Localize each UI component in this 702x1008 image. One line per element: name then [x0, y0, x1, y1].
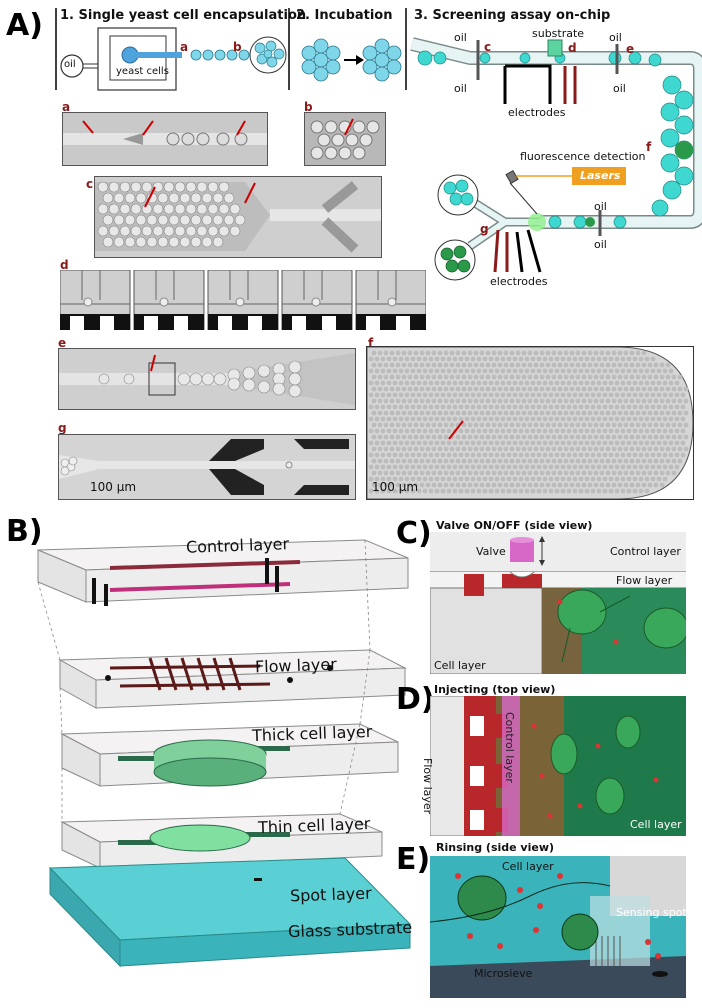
oil-label-right-bottom: oil [613, 82, 626, 95]
oil-label-step1: oil [64, 59, 76, 70]
micro-c-letter: c [86, 177, 94, 191]
spot-layer-label: Spot layer [289, 883, 372, 906]
micrograph-g [58, 434, 356, 500]
panel-b-exploded-view [37, 539, 412, 968]
valve-label: Valve [476, 545, 506, 558]
oil-label-lower-top: oil [594, 200, 607, 213]
panel-a-label: A) [6, 8, 43, 43]
micro-g-letter: g [58, 421, 67, 435]
oil-label-lower-bottom: oil [594, 238, 607, 251]
oil-label-top: oil [454, 31, 467, 44]
flow-layer-label: Flow layer [254, 654, 338, 677]
letter-g-marker: g [480, 222, 489, 236]
letter-e-marker: e [626, 42, 635, 56]
c-control-layer-label: Control layer [610, 545, 681, 558]
panel-d-label: D) [396, 682, 435, 717]
panel-b-label: B) [6, 514, 43, 549]
oil-label-bottom: oil [454, 82, 467, 95]
yeast-cells-label: yeast cells [116, 66, 169, 77]
c-cell-layer-label: Cell layer [434, 659, 486, 672]
micrograph-b [304, 112, 386, 166]
e-microsieve-label: Microsieve [474, 967, 533, 980]
control-layer-label: Control layer [185, 534, 290, 557]
d-cell-layer-label: Cell layer [630, 818, 682, 831]
e-cell-layer-label: Cell layer [502, 860, 554, 873]
oil-label-right-top: oil [609, 31, 622, 44]
letter-f-marker: f [646, 140, 652, 154]
d-control-layer-label: Control layer [503, 712, 516, 783]
substrate-label: substrate [532, 27, 585, 40]
panel-e-title: Rinsing (side view) [436, 841, 555, 854]
thin-cell-layer-label: Thin cell layer [257, 814, 371, 837]
panel-c-label: C) [396, 516, 432, 551]
micro-f-letter: f [368, 336, 374, 350]
electrodes-label-bottom: electrodes [490, 275, 548, 288]
letter-c-marker: c [484, 40, 492, 54]
electrodes-label-top: electrodes [508, 106, 566, 119]
micro-b-letter: b [304, 100, 313, 114]
step2-title: 2. Incubation [296, 8, 393, 23]
panel-e-label: E) [396, 842, 431, 877]
fluorescence-detection-label: fluorescence detection [520, 150, 646, 163]
micrograph-a [62, 112, 268, 166]
panel-d-title: Injecting (top view) [434, 683, 556, 696]
lasers-label: Lasers [580, 169, 621, 182]
letter-a-marker: a [180, 40, 189, 54]
scale-bar-g: 100 µm [90, 480, 137, 494]
panel-d-injecting-diagram [430, 696, 686, 836]
micrograph-e [58, 348, 356, 410]
step1-title: 1. Single yeast cell encapsulation [60, 8, 307, 23]
c-flow-layer-label: Flow layer [616, 574, 673, 587]
panel-c-title: Valve ON/OFF (side view) [436, 519, 593, 532]
panel-c-valve-diagram [430, 532, 686, 674]
micrograph-d-strip [59, 269, 427, 331]
lasers-box [572, 167, 626, 185]
micro-d-letter: d [60, 258, 69, 272]
micro-e-letter: e [58, 336, 67, 350]
micrograph-c [94, 176, 382, 258]
letter-d-marker: d [568, 41, 577, 55]
panel-e-rinsing-diagram [430, 856, 686, 998]
cluster-before [301, 38, 341, 82]
step3-title: 3. Screening assay on-chip [414, 8, 611, 23]
scale-bar-f: 100 µm [372, 480, 419, 494]
screening-droplets [417, 50, 694, 229]
e-sensing-spot-label: Sensing spot [616, 906, 687, 919]
micrograph-f [366, 346, 694, 500]
panel-a-schematic [55, 8, 702, 281]
letter-b-marker: b [233, 40, 242, 54]
d-flow-layer-label: Flow layer [421, 758, 434, 815]
micro-a-letter: a [62, 100, 71, 114]
cluster-after [362, 38, 402, 82]
